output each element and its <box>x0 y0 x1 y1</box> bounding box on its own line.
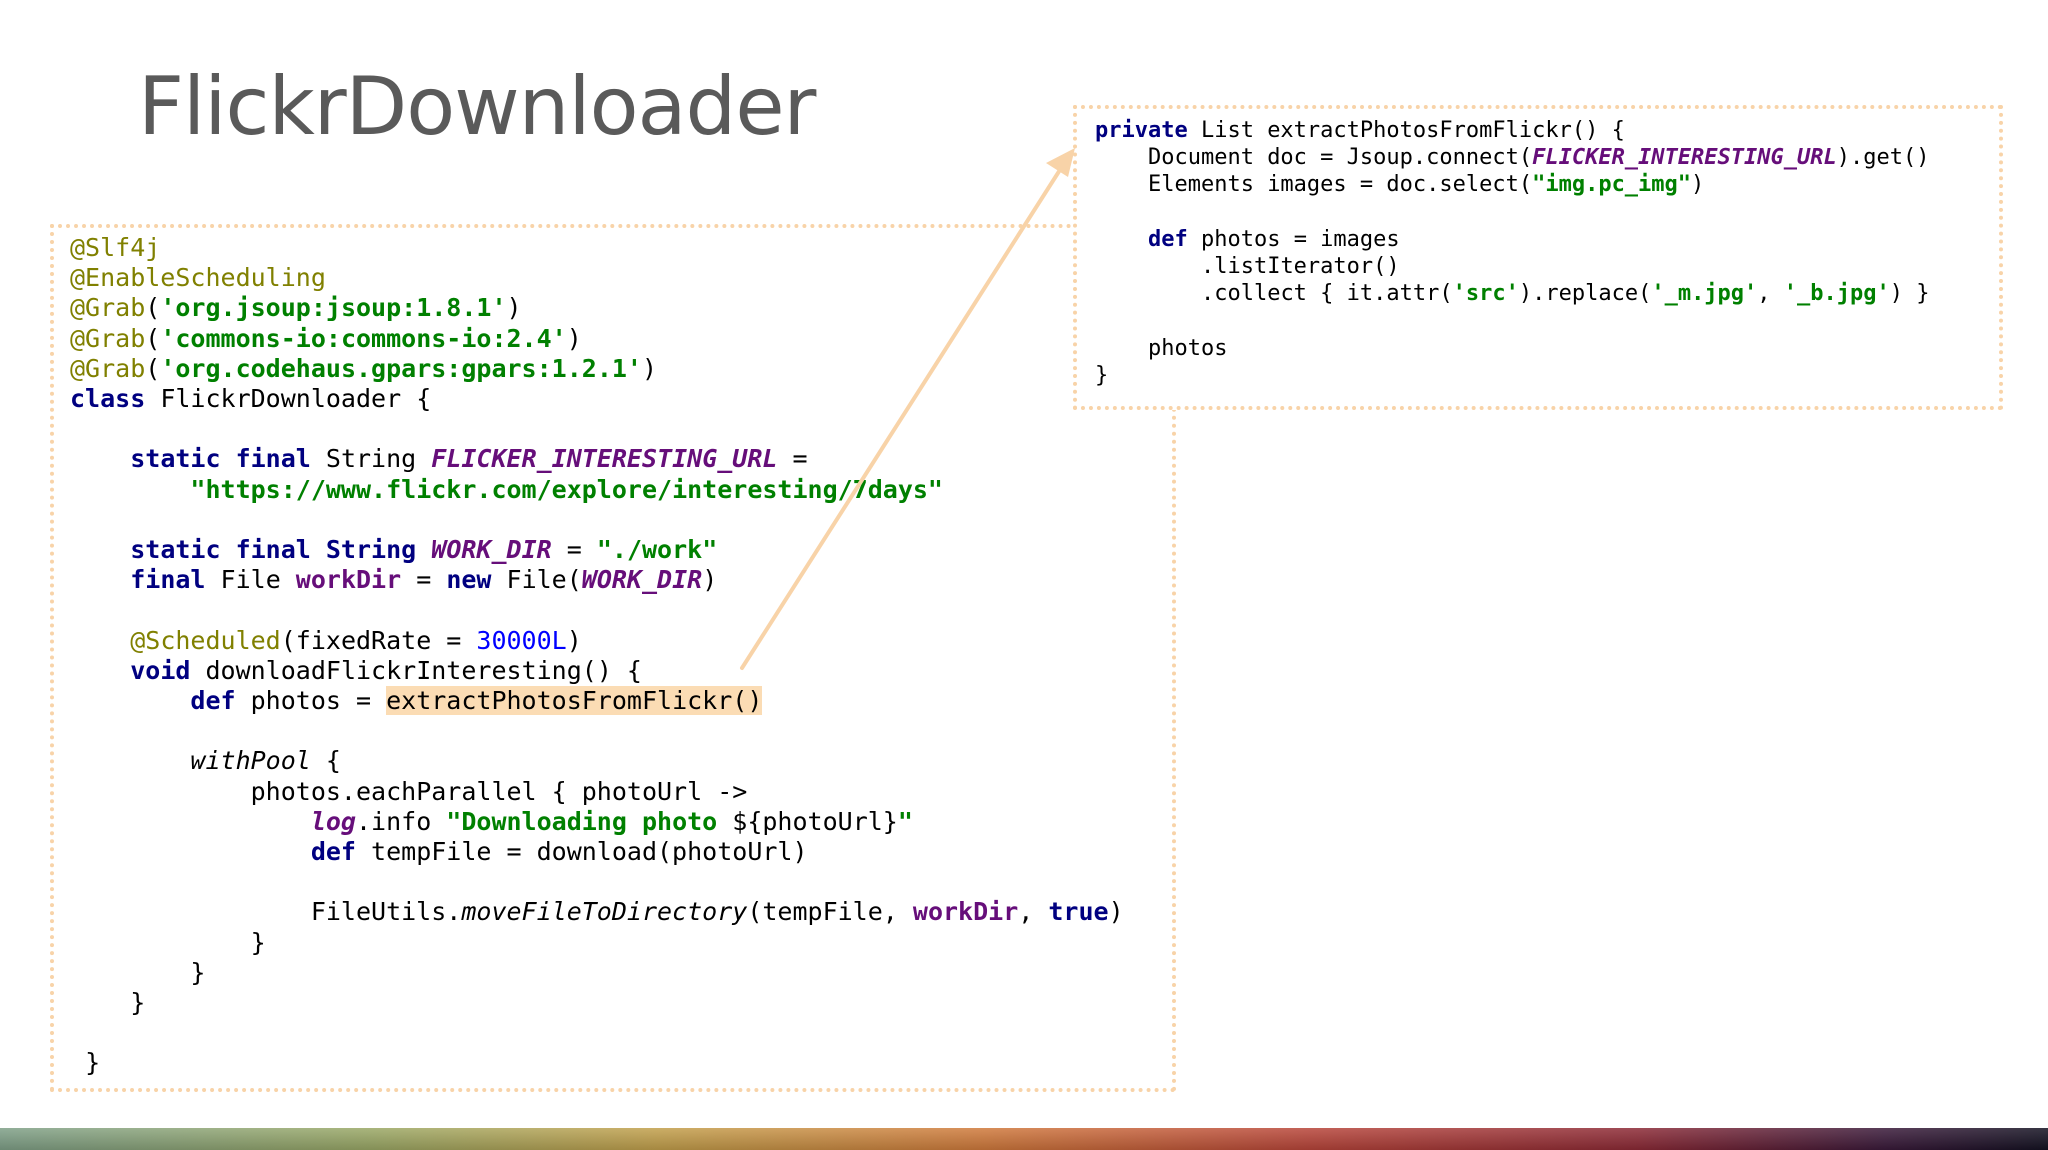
keyword-void: void <box>130 655 191 685</box>
log-field: log <box>310 806 356 836</box>
code-text: .info <box>355 806 447 836</box>
return-photos: photos <box>1147 335 1228 361</box>
b-jpg-string: '_b.jpg' <box>1783 281 1890 307</box>
keyword-final: final <box>130 565 206 595</box>
annotation-grab: @Grab <box>70 293 146 323</box>
keyword-new: new <box>446 565 492 595</box>
code-text: , <box>1018 897 1049 927</box>
code-text: FileUtils. <box>310 897 462 927</box>
selector-string: "img.pc_img" <box>1532 172 1692 198</box>
annotation-grab: @Grab <box>70 323 146 353</box>
code-text: = <box>777 444 808 474</box>
code-text: .collect { it.attr( <box>1200 281 1453 307</box>
with-pool-call: withPool <box>190 746 311 776</box>
code-text: (fixedRate = <box>280 625 477 655</box>
highlighted-method-call: extractPhotosFromFlickr() <box>386 686 763 716</box>
code-text: File( <box>491 565 582 595</box>
keyword-static-final: static final <box>130 444 311 474</box>
field-work-dir-ref: WORK_DIR <box>581 565 703 595</box>
method-code-block: private List extractPhotosFromFlickr() {… <box>1095 117 1930 389</box>
code-text: photos = images <box>1187 226 1400 252</box>
field-flicker-url: FLICKER_INTERESTING_URL <box>431 444 778 474</box>
field-work-dir-arg: workDir <box>912 897 1019 927</box>
code-text: tempFile = download(photoUrl) <box>355 837 808 867</box>
src-string: 'src' <box>1452 281 1519 307</box>
keyword-private: private <box>1095 118 1188 143</box>
closing-brace: } <box>130 988 146 1018</box>
class-declaration: FlickrDownloader { <box>145 384 432 414</box>
closing-brace: } <box>1095 362 1109 388</box>
code-text: String <box>310 444 432 474</box>
closing-brace: } <box>250 927 266 957</box>
grab-jsoup-string: 'org.jsoup:jsoup:1.8.1' <box>160 293 507 323</box>
code-text: = <box>551 535 597 565</box>
code-text: ).replace( <box>1518 281 1652 307</box>
list-iterator-call: .listIterator() <box>1200 254 1400 280</box>
code-text: , <box>1757 281 1784 307</box>
code-text: Document doc = Jsoup.connect( <box>1147 145 1533 171</box>
code-text: photos = <box>235 686 387 716</box>
keyword-def: def <box>310 837 356 867</box>
code-text: ).get() <box>1836 145 1930 171</box>
keyword-def: def <box>190 686 236 716</box>
annotation-grab: @Grab <box>70 353 146 383</box>
field-work-dir: WORK_DIR <box>431 535 552 565</box>
keyword-def: def <box>1147 226 1188 252</box>
url-string-literal: "https://www.flickr.com/explore/interest… <box>190 474 943 504</box>
code-text: { <box>310 746 341 776</box>
method-code-frame <box>1073 105 2003 410</box>
interpolation: ${photoUrl} <box>732 806 898 836</box>
work-dir-string-literal: "./work" <box>596 535 718 565</box>
annotation-slf4j: @Slf4j <box>70 233 161 262</box>
code-text: ) } <box>1889 281 1930 307</box>
code-text: ) <box>1108 897 1124 927</box>
grab-gpars-string: 'org.codehaus.gpars:gpars:1.2.1' <box>160 353 642 383</box>
fixed-rate-number: 30000L <box>476 625 567 655</box>
code-text: = <box>401 565 447 595</box>
closing-brace: } <box>85 1048 101 1078</box>
field-flicker-url-ref: FLICKER_INTERESTING_URL <box>1532 145 1837 171</box>
keyword-true: true <box>1048 897 1109 927</box>
field-work-dir-file: workDir <box>295 565 402 595</box>
class-code-block: @Slf4j @EnableScheduling @Grab('org.jsou… <box>70 233 1124 1078</box>
code-text: File <box>205 565 296 595</box>
annotation-scheduled: @Scheduled <box>130 625 281 655</box>
m-jpg-string: '_m.jpg' <box>1651 281 1758 307</box>
string-quote: " <box>897 806 913 836</box>
downloading-string: "Downloading photo <box>446 806 733 836</box>
code-text: Elements images = doc.select( <box>1147 172 1533 198</box>
method-declaration: downloadFlickrInteresting() { <box>190 655 642 685</box>
code-text: ) <box>566 625 582 655</box>
move-file-method: moveFileToDirectory <box>461 897 748 927</box>
keyword-static-final-string: static final String <box>130 535 417 565</box>
annotation-enable-scheduling: @EnableScheduling <box>70 263 326 293</box>
slide-title: FlickrDownloader <box>138 60 816 153</box>
footer-shade <box>0 1128 2048 1150</box>
grab-commons-io-string: 'commons-io:commons-io:2.4' <box>160 323 567 353</box>
code-text: ) <box>702 565 718 595</box>
code-text: (tempFile, <box>747 897 913 927</box>
footer-gradient-bar <box>0 1128 2048 1150</box>
arrow-head <box>1046 148 1075 177</box>
class-code-frame <box>50 224 1176 1092</box>
keyword-class: class <box>70 384 146 414</box>
each-parallel-line: photos.eachParallel { photoUrl -> <box>250 776 748 806</box>
closing-brace: } <box>190 957 206 987</box>
code-text: ) <box>1691 172 1705 198</box>
method-signature: List extractPhotosFromFlickr() { <box>1187 118 1625 143</box>
